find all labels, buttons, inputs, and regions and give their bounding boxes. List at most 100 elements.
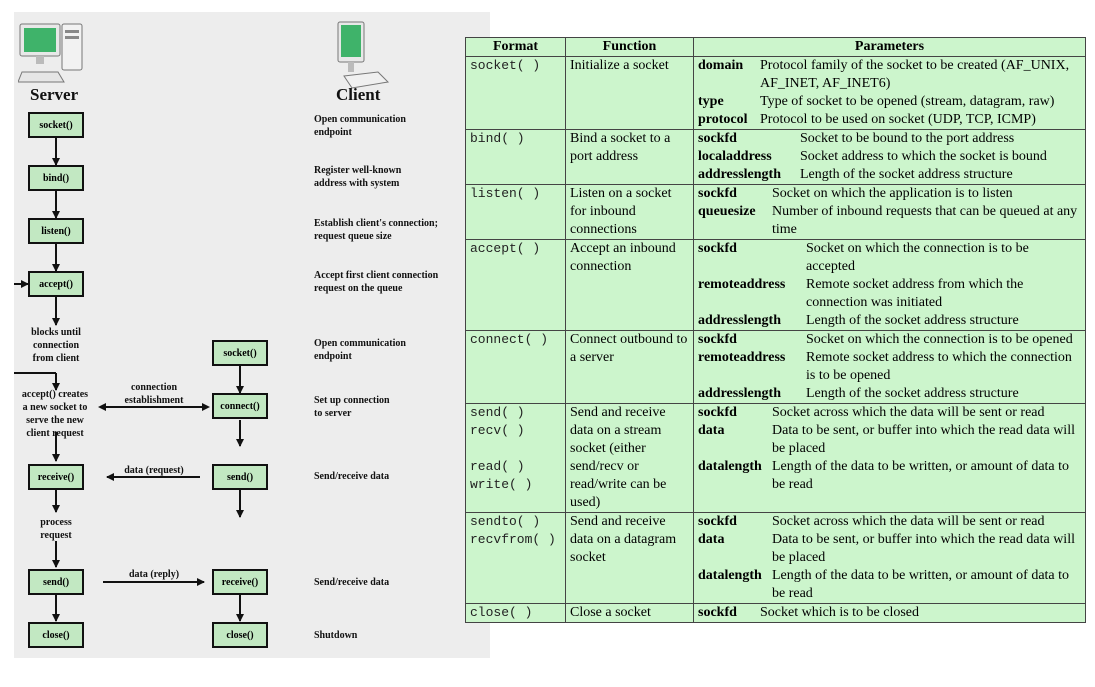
function-cell: Send and receive data on a stream socket…	[565, 403, 694, 513]
param-description: Length of the socket address structure	[806, 313, 1019, 328]
note-data-request: data (request)	[124, 465, 184, 476]
param-name: protocol	[698, 112, 748, 127]
client-socket-box: socket()	[212, 340, 268, 366]
note-data-reply: data (reply)	[128, 569, 180, 580]
header-function: Function	[565, 37, 694, 57]
server-close-box: close()	[28, 622, 84, 648]
param-description: Protocol to be used on socket (UDP, TCP,…	[760, 112, 1036, 127]
client-connect-box: connect()	[212, 393, 268, 419]
server-accept-box: accept()	[28, 271, 84, 297]
param-description: Remote socket address from which the con…	[806, 277, 1024, 310]
function-cell: Accept an inbound connection	[565, 239, 694, 331]
param-description: Length of the data to be written, or amo…	[772, 568, 1070, 601]
param-description: Socket which is to be closed	[760, 605, 920, 620]
socket-api-table: Format Function Parameters socket( )Init…	[465, 37, 1086, 623]
param-name: queuesize	[698, 204, 756, 219]
param-name: sockfd	[698, 405, 737, 420]
function-cell: Bind a socket to a port address	[565, 129, 694, 185]
parameters-cell: domain Protocol family of the socket to b…	[693, 56, 1086, 130]
server-send-box: send()	[28, 569, 84, 595]
param-name: addresslength	[698, 313, 781, 328]
flow-arrows	[14, 138, 244, 622]
parameters-cell: sockfd Socket on which the connection is …	[693, 330, 1086, 404]
parameters-cell: sockfd Socket which is to be closed	[693, 603, 1086, 623]
table-row: listen( )Listen on a socket for inbound …	[465, 184, 1086, 240]
server-receive-box: receive()	[28, 464, 84, 490]
param-name: data	[698, 423, 725, 438]
header-format: Format	[465, 37, 566, 57]
param-description: Socket on which the application is to li…	[772, 186, 1013, 201]
param-name: sockfd	[698, 332, 737, 347]
function-cell: Listen on a socket for inbound connectio…	[565, 184, 694, 240]
parameters-cell: sockfd Socket to be bound to the port add…	[693, 129, 1086, 185]
param-description: Socket to be bound to the port address	[800, 131, 1015, 146]
header-parameters: Parameters	[693, 37, 1086, 57]
param-name: sockfd	[698, 186, 737, 201]
arrowhead-left	[98, 403, 106, 411]
param-name: type	[698, 94, 724, 109]
param-description: Socket on which the connection is to be …	[806, 332, 1073, 347]
param-description: Number of inbound requests that can be q…	[772, 204, 1078, 237]
client-close-box: close()	[212, 622, 268, 648]
function-cell: Initialize a socket	[565, 56, 694, 130]
format-cell: close( )	[465, 603, 566, 623]
server-bind-box: bind()	[28, 165, 84, 191]
format-cell: sendto( ) recvfrom( )	[465, 512, 566, 604]
param-description: Type of socket to be opened (stream, dat…	[760, 94, 1055, 109]
format-cell: send( ) recv( ) read( ) write( )	[465, 403, 566, 513]
server-socket-box: socket()	[28, 112, 84, 138]
table-row: send( ) recv( ) read( ) write( )Send and…	[465, 403, 1086, 513]
client-receive-box: receive()	[212, 569, 268, 595]
param-description: Socket address to which the socket is bo…	[800, 149, 1047, 164]
param-description: Length of the socket address structure	[800, 167, 1013, 182]
param-name: remoteaddress	[698, 350, 786, 365]
table-header-row: Format Function Parameters	[465, 37, 1086, 57]
table-row: sendto( ) recvfrom( )Send and receive da…	[465, 512, 1086, 604]
format-cell: socket( )	[465, 56, 566, 130]
server-title: Server	[30, 85, 79, 104]
param-description: Data to be sent, or buffer into which th…	[772, 532, 1075, 565]
table-row: close( )Close a socket sockfd Socket which…	[465, 603, 1086, 623]
client-send-box: send()	[212, 464, 268, 490]
format-cell: listen( )	[465, 184, 566, 240]
param-description: Length of the data to be written, or amo…	[772, 459, 1070, 492]
param-description: Remote socket address to which the conne…	[806, 350, 1072, 383]
param-name: localaddress	[698, 149, 772, 164]
server-listen-box: listen()	[28, 218, 84, 244]
client-title: Client	[336, 85, 381, 104]
param-name: remoteaddress	[698, 277, 786, 292]
param-description: Socket on which the connection is to be …	[806, 241, 1029, 274]
format-cell: connect( )	[465, 330, 566, 404]
param-name: sockfd	[698, 605, 737, 620]
param-name: datalength	[698, 568, 762, 583]
param-description: Length of the socket address structure	[806, 386, 1019, 401]
client-computer-icon	[337, 21, 390, 89]
desc-establish-queue: Establish client's connection;request qu…	[314, 218, 438, 242]
param-name: sockfd	[698, 131, 737, 146]
param-description: Protocol family of the socket to be crea…	[760, 58, 1070, 91]
desc-send-receive-2: Send/receive data	[314, 577, 390, 588]
param-description: Data to be sent, or buffer into which th…	[772, 423, 1075, 456]
format-cell: bind( )	[465, 129, 566, 185]
param-name: domain	[698, 58, 744, 73]
server-computer-icon	[18, 23, 83, 83]
function-cell: Send and receive data on a datagram sock…	[565, 512, 694, 604]
param-name: datalength	[698, 459, 762, 474]
function-cell: Close a socket	[565, 603, 694, 623]
arrowhead-right	[202, 403, 210, 411]
param-name: addresslength	[698, 386, 781, 401]
